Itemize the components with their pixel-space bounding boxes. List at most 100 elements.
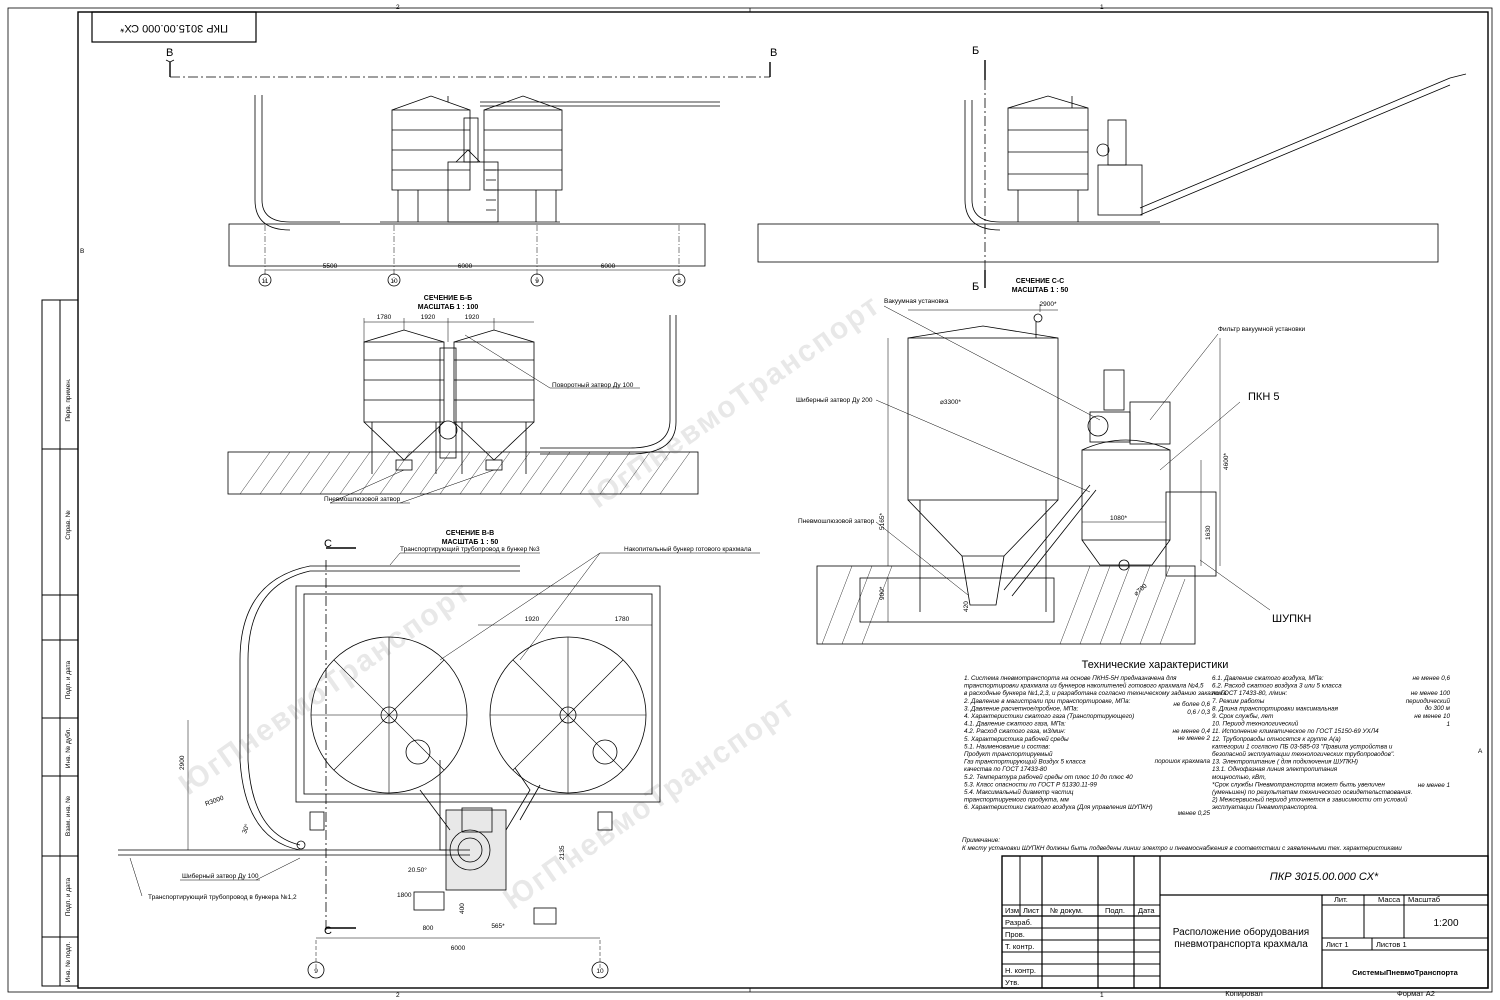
axis-11: 11 xyxy=(262,278,269,285)
section-bb-title: СЕЧЕНИЕ Б-Б xyxy=(424,295,472,302)
cc-callout-pkn5: ПКН 5 xyxy=(1248,391,1279,403)
vv-callout-gate: Шиберный затвор Ду 100 xyxy=(182,872,259,880)
tb-scale: 1:200 xyxy=(1433,918,1458,929)
spec-line: 3. Давление расчетное/пробное, МПа: xyxy=(964,704,1079,712)
spec-right-value: периодический xyxy=(1406,697,1451,705)
spec-line: (уменьшен) по результатам технического о… xyxy=(1212,788,1412,796)
section-cc-title: СЕЧЕНИЕ С-С xyxy=(1016,278,1064,285)
tb-col-date: Дата xyxy=(1138,906,1155,915)
spec-line: 5.2. Температура рабочей среды от плюс 1… xyxy=(964,773,1133,781)
tb-format: Формат А2 xyxy=(1397,989,1435,998)
vv-axis-9: 9 xyxy=(314,968,318,975)
title-code: ПКР 3015.00.000 СХ* xyxy=(1270,871,1379,883)
tb-sheets: Листов 1 xyxy=(1376,940,1407,949)
cc-dim-7: 900* xyxy=(879,586,886,600)
spec-line: 11. Исполнение климатическое по ГОСТ 151… xyxy=(1212,728,1379,735)
spec-left-value: порошок крахмала xyxy=(1155,758,1211,765)
vv-dim-11: 30° xyxy=(240,822,251,834)
cc-dim-3: 4600* xyxy=(1223,453,1230,470)
specs-right: 6.1. Давление сжатого воздуха, МПа:6.2. … xyxy=(1211,674,1412,811)
vv-dim-9: 400 xyxy=(459,903,466,914)
spec-line: 5.4. Максимальный диаметр частиц xyxy=(964,788,1074,796)
spec-left-value: менее 0,25 xyxy=(1178,810,1211,817)
tb-copied: Копировал xyxy=(1225,989,1263,998)
spec-line: 4. Характеристики сжатого газа (Транспор… xyxy=(964,713,1134,720)
side-view xyxy=(757,60,1467,290)
cc-dim-6: 1630 xyxy=(1205,525,1212,540)
spec-line: 5.3. Класс опасности по ГОСТ Р 51330.11-… xyxy=(964,781,1097,788)
vv-dim-6: 800 xyxy=(423,925,434,932)
section-vv-scale: МАСШТАБ 1 : 50 xyxy=(442,539,499,546)
vv-dim-7: 565* xyxy=(491,923,505,930)
bb-dim-3: 1920 xyxy=(465,314,480,321)
specs-right-values: не менее 0,6не менее 100периодическийдо … xyxy=(1406,675,1451,789)
margin-label-2: Справ. № xyxy=(65,510,72,540)
spec-line: *Срок службы Пневмотранспорта может быть… xyxy=(1212,780,1385,788)
cc-dim-1: 2900* xyxy=(1040,301,1057,308)
zone-left: В xyxy=(80,248,84,255)
spec-left-value: не более 0,6 xyxy=(1173,700,1210,708)
vv-dim-5: 1800 xyxy=(397,892,412,899)
margin-label-5: Взам. инв. № xyxy=(65,796,72,836)
spec-right-value: не менее 1 xyxy=(1418,782,1450,789)
spec-line: 8. Длина транспортировки максимальная xyxy=(1212,705,1339,712)
tb-col-sign: Подп. xyxy=(1105,906,1125,915)
cut-mark-b-bottom: Б xyxy=(972,281,979,293)
tb-hdr-scale: Масштаб xyxy=(1408,895,1440,904)
section-bb-scale: МАСШТАБ 1 : 100 xyxy=(418,304,479,311)
vv-dim-12: R3000 xyxy=(204,795,225,808)
margin-label-1: Перв. примен. xyxy=(65,378,72,421)
spec-line: 7. Режим работы xyxy=(1212,697,1265,705)
section-vv-title: СЕЧЕНИЕ В-В xyxy=(446,530,494,537)
spec-left-value: 0,6 / 0,3 xyxy=(1187,709,1210,716)
bb-callout-airlock: Пневмошлюзовой затвор xyxy=(324,495,401,503)
note-text: К месту установки ШУПКН должны быть подв… xyxy=(962,844,1402,852)
specs-left-values: не более 0,60,6 / 0,3 не менее 0,4не мене… xyxy=(1155,700,1211,817)
spec-right-value: 1 xyxy=(1446,721,1450,728)
spec-line: 1. Система пневмотранспорта на основе ПК… xyxy=(964,674,1177,682)
watermark-1: ЮгПневмоТранспорт xyxy=(173,575,477,802)
cc-dim-2: ⌀3300* xyxy=(940,399,961,406)
spec-line: 4.1. Давление сжатого газа, МПа: xyxy=(964,721,1066,728)
cc-dim-9: ⌀700 xyxy=(1133,582,1149,597)
section-cc-scale: МАСШТАБ 1 : 50 xyxy=(1012,287,1069,294)
spec-line: 9. Срок службы, лет xyxy=(1212,712,1273,720)
axis-10: 10 xyxy=(390,278,398,285)
spec-right-value: не менее 0,6 xyxy=(1412,675,1450,682)
vv-dim-8: 6000 xyxy=(451,945,466,952)
spec-line: транспортировки крахмала из бункеров нак… xyxy=(964,682,1204,690)
spec-line: 13.1. Однофазная линия электропитания xyxy=(1212,765,1338,773)
spec-line: эксплуатации Пневмотранспорта. xyxy=(1212,804,1318,811)
spec-line: 13. Электропитание ( для подключения ШУП… xyxy=(1212,758,1358,766)
spec-line: Газ транспортирующий Воздух 5 класса xyxy=(964,758,1086,766)
tb-row-utv: Утв. xyxy=(1005,978,1019,987)
zone-bottom-1: 1 xyxy=(1100,992,1104,999)
spec-line: 6. Характеристики сжатого воздуха (Для у… xyxy=(964,803,1153,811)
zone-top-1: 1 xyxy=(1100,4,1104,11)
cc-callout-filter: Фильтр вакуумной установки xyxy=(1218,325,1306,333)
section-vv xyxy=(118,547,760,979)
code-box xyxy=(91,11,257,43)
spec-line: 12. Трубопроводы относятся к группе А(а) xyxy=(1212,735,1341,743)
tb-col-doc: № докум. xyxy=(1050,906,1083,915)
spec-line: транспортируемого продукта, мм xyxy=(964,796,1070,804)
spec-left-value: не менее 0,4 xyxy=(1172,728,1210,735)
cc-dim-5: 1080* xyxy=(1110,515,1127,522)
spec-line: 4.2. Расход сжатого газа, м3/мин: xyxy=(964,727,1066,735)
vv-axis-10: 10 xyxy=(596,968,604,975)
bb-dim-2: 1920 xyxy=(421,314,436,321)
spec-left-value: не менее 2 xyxy=(1178,735,1211,742)
cc-callout-gate200: Шиберный затвор Ду 200 xyxy=(796,396,873,404)
watermark-3: ЮгПневмоТранспорт xyxy=(498,690,802,917)
axis-9: 9 xyxy=(535,278,539,285)
vv-dim-3: 2900 xyxy=(179,755,186,770)
spec-line: качества по ГОСТ 17433-80 xyxy=(964,766,1047,773)
left-margin: Перв. примен. Справ. № Подп. и дата Инв.… xyxy=(41,299,79,987)
specs-left: 1. Система пневмотранспорта на основе ПК… xyxy=(963,674,1228,811)
spec-line: 2) Межсервисный период уточняется в зави… xyxy=(1211,796,1408,804)
spec-line: безопасной эксплуатации технологических … xyxy=(1212,750,1395,758)
cut-mark-b-top: Б xyxy=(972,45,979,57)
vv-callout-bunker: Накопительный бункер готового крахмала xyxy=(624,545,752,553)
